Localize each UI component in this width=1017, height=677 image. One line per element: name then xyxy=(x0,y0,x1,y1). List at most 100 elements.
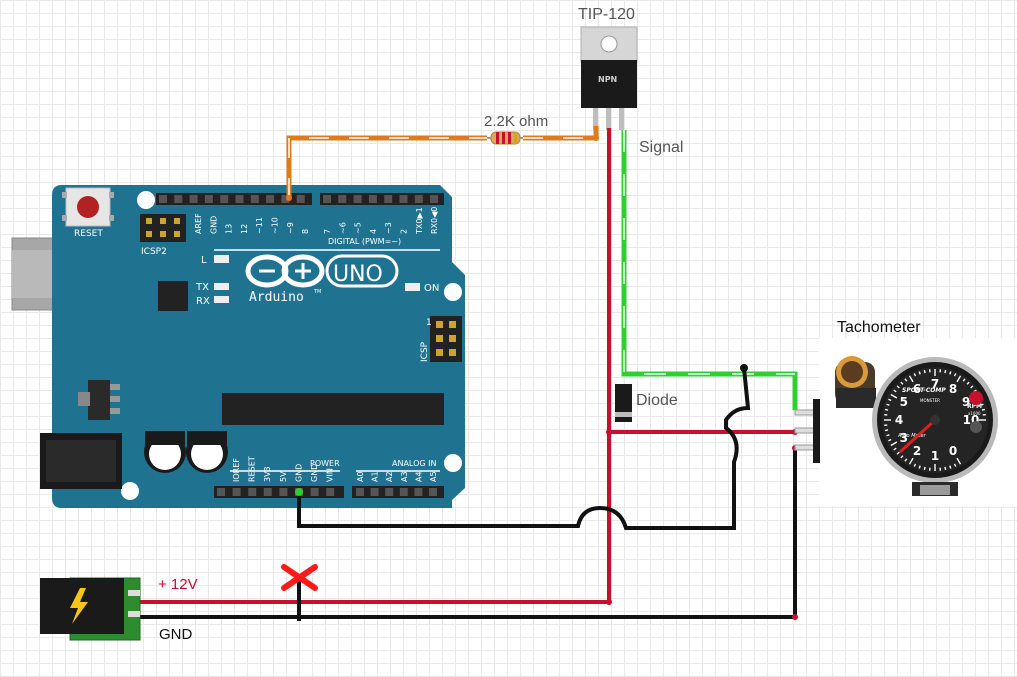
gauge-tick xyxy=(900,381,904,385)
reset-button xyxy=(65,187,111,227)
transistor-marking: NPN xyxy=(598,75,617,84)
gauge-needle xyxy=(898,418,937,454)
analog-pin-label: A0 xyxy=(356,471,365,482)
led-on xyxy=(405,283,420,291)
led-l xyxy=(214,255,229,263)
gauge-number: 8 xyxy=(949,382,957,396)
power-pin-label: 5V xyxy=(279,471,288,482)
digital-pin-hole xyxy=(296,195,305,203)
gauge-number: 2 xyxy=(913,444,921,458)
voltage-regulator xyxy=(88,380,110,420)
gauge-rpm: RPM xyxy=(967,403,982,410)
digital-pin-hole xyxy=(159,195,167,203)
gauge-tick xyxy=(949,465,952,469)
gauge-tick xyxy=(886,434,890,437)
gauge-tick xyxy=(980,403,984,406)
digital-pin-hole xyxy=(281,195,290,203)
on-label: ON xyxy=(424,283,439,294)
power-pin-hole xyxy=(310,488,319,496)
gauge-brand: SPORT-COMP xyxy=(902,387,946,394)
digital-pin-label: 4 xyxy=(369,229,378,234)
arduino-brand-text: Arduino xyxy=(249,290,304,305)
cut-mark-icon xyxy=(281,564,318,591)
power-pin-label: GND xyxy=(294,464,303,482)
gauge-tick xyxy=(904,378,908,382)
gauge-number: 9 xyxy=(962,395,970,409)
digital-pin-hole xyxy=(266,195,275,203)
signal-label: Signal xyxy=(639,139,684,156)
lightning-bolt-icon xyxy=(70,588,88,624)
gauge-number: 5 xyxy=(900,395,908,409)
power-pin-hole xyxy=(399,488,408,496)
rx-label: RX xyxy=(196,296,210,307)
analog-in-label: ANALOG IN xyxy=(392,459,437,468)
digital-pin-label: 13 xyxy=(225,224,234,234)
tachometer-label: Tachometer xyxy=(837,319,921,336)
gauge-tick xyxy=(918,371,921,375)
gauge-sub: MONSTER xyxy=(920,398,940,403)
gauge-tick xyxy=(962,378,966,382)
arduino-uno-board: RESET ICSP2 L TX RX ON UNO Arduino TM DI… xyxy=(11,185,465,508)
power-pin-label: RESET xyxy=(248,456,257,482)
gauge-tick xyxy=(900,455,904,459)
power-label: POWER xyxy=(310,459,340,468)
gauge-tick xyxy=(944,466,947,471)
gauge-tick xyxy=(953,463,957,467)
digital-label: DIGITAL (PWM=~) xyxy=(328,237,401,246)
digital-pin-hole xyxy=(174,195,183,203)
digital-pin-hole xyxy=(353,195,362,203)
digital-pin-hole xyxy=(399,195,408,203)
gauge-shift-button xyxy=(969,391,983,405)
gauge-tick xyxy=(956,457,962,465)
analog-pin-label: A3 xyxy=(400,471,409,482)
digital-pin-hole xyxy=(204,195,213,203)
power-pin-hole xyxy=(370,488,379,496)
gnd-label: GND xyxy=(159,626,193,643)
gauge-maker: Auto Meter xyxy=(897,433,927,439)
usb-chip xyxy=(158,281,188,311)
digital-pin-label: ~3 xyxy=(384,222,393,234)
icsp-header xyxy=(430,316,462,362)
gauge-tick xyxy=(908,457,914,465)
gauge-tick xyxy=(896,385,900,389)
power-pin-label: 3V3 xyxy=(263,466,272,482)
tach-connector xyxy=(794,399,820,463)
diode xyxy=(615,384,632,422)
gauge-tick xyxy=(923,369,926,374)
gauge-number: 4 xyxy=(895,413,903,427)
tx-label: TX xyxy=(195,282,209,293)
analog-pin-label: A2 xyxy=(385,471,394,482)
gauge-tick xyxy=(923,466,926,471)
digital-pin-hole xyxy=(250,195,259,203)
capacitor-2 xyxy=(186,431,228,473)
capacitor-1 xyxy=(144,431,186,473)
uno-badge xyxy=(325,254,399,288)
digital-pin-label: TX0▶1 xyxy=(415,207,424,235)
gauge-tick xyxy=(908,375,914,383)
l-label: L xyxy=(201,255,207,266)
icsp-label: ICSP xyxy=(420,341,430,362)
gauge-scale: x1000 xyxy=(968,411,981,416)
gauge-number: 3 xyxy=(900,431,908,445)
plus-12v-label: + 12V xyxy=(158,576,198,593)
digital-pin-label: ~6 xyxy=(338,222,347,234)
led-tx xyxy=(214,283,229,290)
gauge-tick xyxy=(953,373,957,377)
gauge-tick xyxy=(893,389,897,393)
transistor-label: TIP-120 xyxy=(578,6,635,23)
reset-label: RESET xyxy=(74,229,103,239)
digital-pin-hole xyxy=(323,195,331,203)
digital-pin-hole xyxy=(430,195,439,203)
gauge-tick xyxy=(884,429,889,432)
board-outline xyxy=(52,185,465,508)
gauge-tick xyxy=(970,385,974,389)
gauge-tick xyxy=(913,463,917,467)
digital-header-right xyxy=(320,193,444,205)
gauge-tick xyxy=(888,438,892,442)
analog-pin-label: A5 xyxy=(429,471,438,482)
gauge-tick xyxy=(893,447,897,451)
digital-pin-label: ~11 xyxy=(255,217,264,234)
digital-pin-hole xyxy=(220,195,229,203)
digital-pin-hole xyxy=(384,195,393,203)
led-rx xyxy=(214,296,229,303)
